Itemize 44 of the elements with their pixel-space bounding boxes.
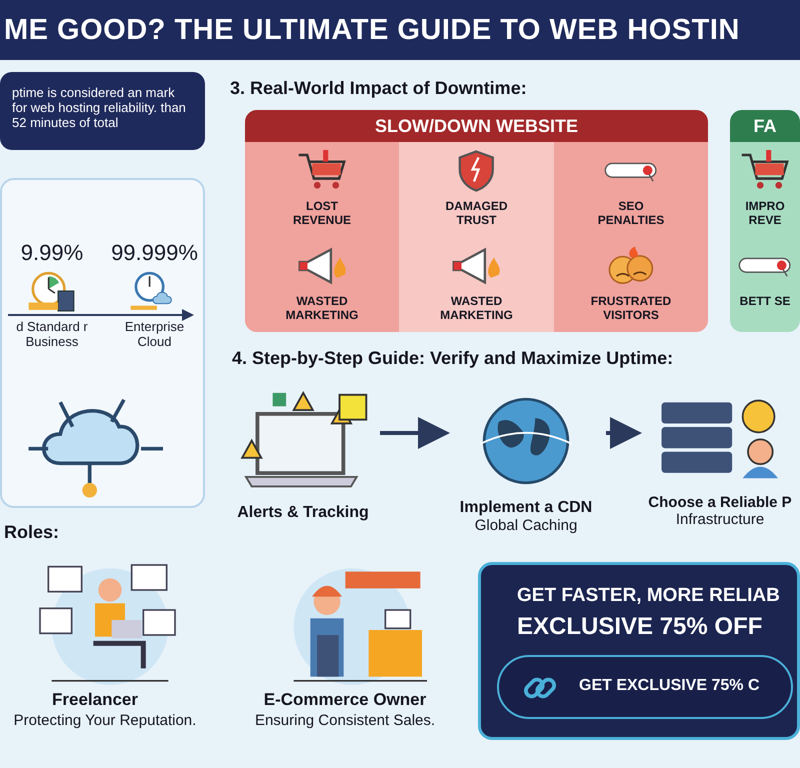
impact-item <box>554 237 708 332</box>
arrow <box>606 417 642 449</box>
section-heading: 4. Step-by-Step Guide: Verify and Maximize Uptime: <box>232 348 674 369</box>
role-name: Freelancer <box>51 690 139 710</box>
node-subtext: EXCLUSIVE 75% OFF <box>517 612 764 640</box>
impact-item <box>399 237 554 332</box>
arrow <box>380 417 450 449</box>
percentage-value: 9.99% <box>20 240 84 266</box>
node-text: SEO PENALTIES <box>596 200 666 228</box>
node-text: GET EXCLUSIVE 75% C <box>579 677 760 696</box>
node-text: BETT SE <box>738 295 792 309</box>
panel-header: SLOW/DOWN WEBSITE <box>374 116 579 137</box>
role-description: Protecting Your Reputation. <box>12 712 198 729</box>
node-text: GET FASTER, MORE RELIAB <box>517 585 781 607</box>
panel-header: FA <box>752 116 778 137</box>
title: ME GOOD? THE ULTIMATE GUIDE TO WEB HOSTIN <box>4 14 740 47</box>
node-text: Alerts & Tracking <box>236 504 370 522</box>
impact-item <box>399 142 554 237</box>
downtime-panel <box>245 110 708 332</box>
role-description: Ensuring Consistent Sales. <box>254 712 436 729</box>
role-name: E-Commerce Owner <box>262 690 428 710</box>
node-text: ptime is considered an mark for web hosting reliability. than 52 minutes of total <box>12 86 187 131</box>
impact-item <box>245 142 399 237</box>
section-heading: Roles: <box>4 522 60 543</box>
node-subtext: Infrastructure <box>674 511 766 528</box>
impact-item <box>245 237 399 332</box>
node-subtext: Enterprise Cloud <box>124 320 186 350</box>
node-text: IMPRO REVE <box>744 200 786 228</box>
node-subtext: d Standard r Business <box>15 320 89 350</box>
node-text: LOST REVENUE <box>292 200 352 228</box>
node-text: Choose a Reliable P <box>647 494 793 512</box>
percentage-value: 99.999% <box>110 240 199 266</box>
node-text: WASTED MARKETING <box>284 295 360 323</box>
node-text: DAMAGED TRUST <box>444 200 508 228</box>
benefit-panel <box>730 110 800 332</box>
node-text: FRUSTRATED VISITORS <box>590 295 672 323</box>
uptime-panel <box>0 178 205 508</box>
node-text: Implement a CDN <box>458 499 594 518</box>
note-card <box>0 72 205 150</box>
node-text: WASTED MARKETING <box>439 295 514 323</box>
promo-banner <box>478 562 800 740</box>
section-heading: 3. Real-World Impact of Downtime: <box>230 78 527 99</box>
node-subtext: Global Caching <box>474 517 578 535</box>
impact-item <box>554 142 708 237</box>
